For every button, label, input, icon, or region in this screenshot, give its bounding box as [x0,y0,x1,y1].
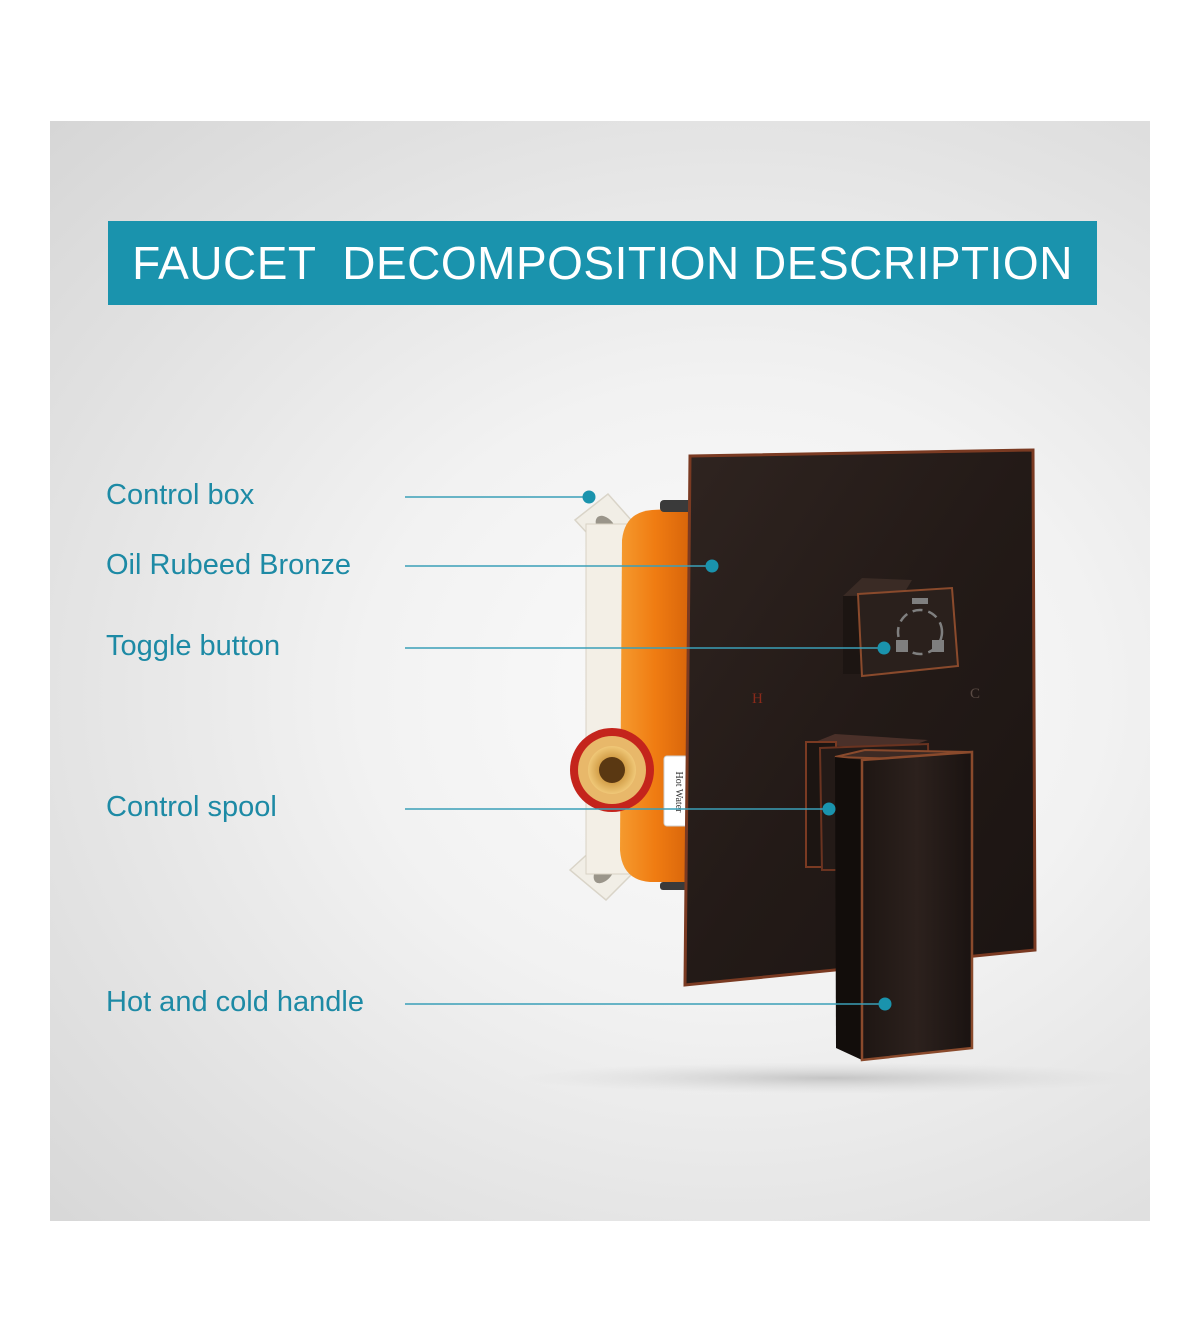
label-oil-rubbed-bronze: Oil Rubeed Bronze [106,549,352,581]
control-box: Hot Water [570,500,694,890]
hot-cold-handle [834,748,974,1062]
banner-title: FAUCET DECOMPOSITION DESCRIPTION [132,237,1073,289]
svg-text:Hot Water: Hot Water [673,772,684,814]
svg-text:C: C [970,686,980,702]
marker-toggle-button [877,641,891,655]
marker-oil-rubbed-bronze [705,559,719,573]
label-control-spool: Control spool [106,791,277,823]
label-toggle-button: Toggle button [106,630,281,662]
title-banner: FAUCET DECOMPOSITION DESCRIPTION [108,221,1097,305]
marker-control-box [582,490,596,504]
label-control-box: Control box [106,479,255,511]
svg-text:H: H [752,691,763,707]
toggle-button-knob [843,578,960,678]
callout-leaders [405,490,892,1011]
marker-hot-cold-handle [878,997,892,1011]
label-hot-cold-handle: Hot and cold handle [106,986,364,1018]
marker-control-spool [822,802,836,816]
floor-shadow [520,1062,1140,1094]
